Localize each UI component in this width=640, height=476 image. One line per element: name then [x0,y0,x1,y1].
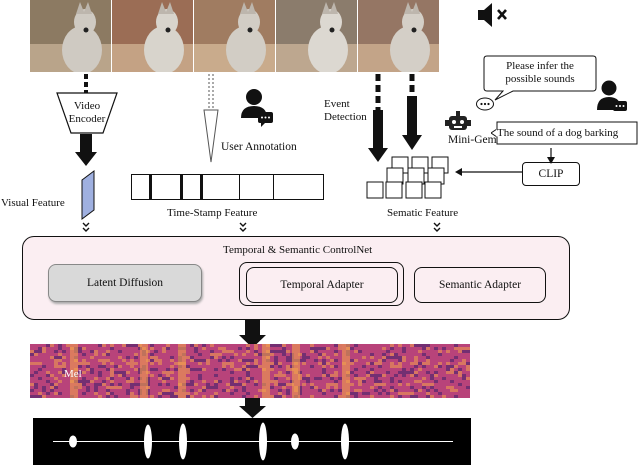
mini-gemini-label: Mini-Gemini [448,134,509,146]
video-frames [30,0,439,72]
video-frame [30,0,111,72]
prompt-bubble: Please infer the possible sounds [483,54,599,102]
visual-feature-label: Visual Feature [1,197,65,209]
temporal-adapter-box: Temporal Adapter [246,267,398,303]
timestamp-feature-label: Time-Stamp Feature [167,207,258,219]
event-detection-label: Event Detection [324,98,367,123]
ts-cell [274,175,323,199]
audio-waveform-image [53,422,453,461]
ts-cell [240,175,274,199]
video-frame [194,0,275,72]
latent-diffusion-box: Latent Diffusion [48,264,202,302]
visual-feature-block [76,170,98,220]
controlnet-title: Temporal & Semantic ControlNet [223,244,373,256]
video-frame [112,0,193,72]
speaker-muted-icon [474,2,514,28]
user-annotation-label: User Annotation [221,141,297,153]
temporal-adapter-group [239,262,404,306]
mel-spectrogram: Mel [30,344,470,398]
ts-cell [203,175,240,199]
robot-icon [444,110,472,134]
ts-cell [152,175,183,199]
clip-label: CLIP [538,168,564,180]
clip-box: CLIP [522,162,580,186]
semantic-feature-grid [364,154,464,204]
video-frame-strip [30,0,440,72]
answer-bubble-text: The sound of a dog barking [497,127,619,139]
video-encoder-shape [56,92,118,134]
video-frame [358,0,439,72]
temporal-adapter-label: Temporal Adapter [280,279,364,291]
video-frame [276,0,357,72]
answer-bubble: The sound of a dog barking [491,120,640,150]
video-encoder-label: Video Encoder [68,100,106,125]
mel-spectrogram-image [30,344,470,398]
latent-diffusion-label: Latent Diffusion [86,277,164,289]
prompt-bubble-text: Please infer the possible sounds [505,60,575,85]
user-icon-prompter [596,80,628,116]
semantic-adapter-box: Semantic Adapter [414,267,546,303]
semantic-feature-label: Sematic Feature [387,207,459,219]
timestamp-feature-bar [131,174,324,200]
chat-bubble-icon [475,97,495,113]
audio-waveform [33,418,471,465]
mel-label: Mel [64,368,82,380]
ts-cell [183,175,203,199]
user-icon [240,88,274,132]
ts-cell [132,175,152,199]
semantic-adapter-label: Semantic Adapter [438,279,522,291]
